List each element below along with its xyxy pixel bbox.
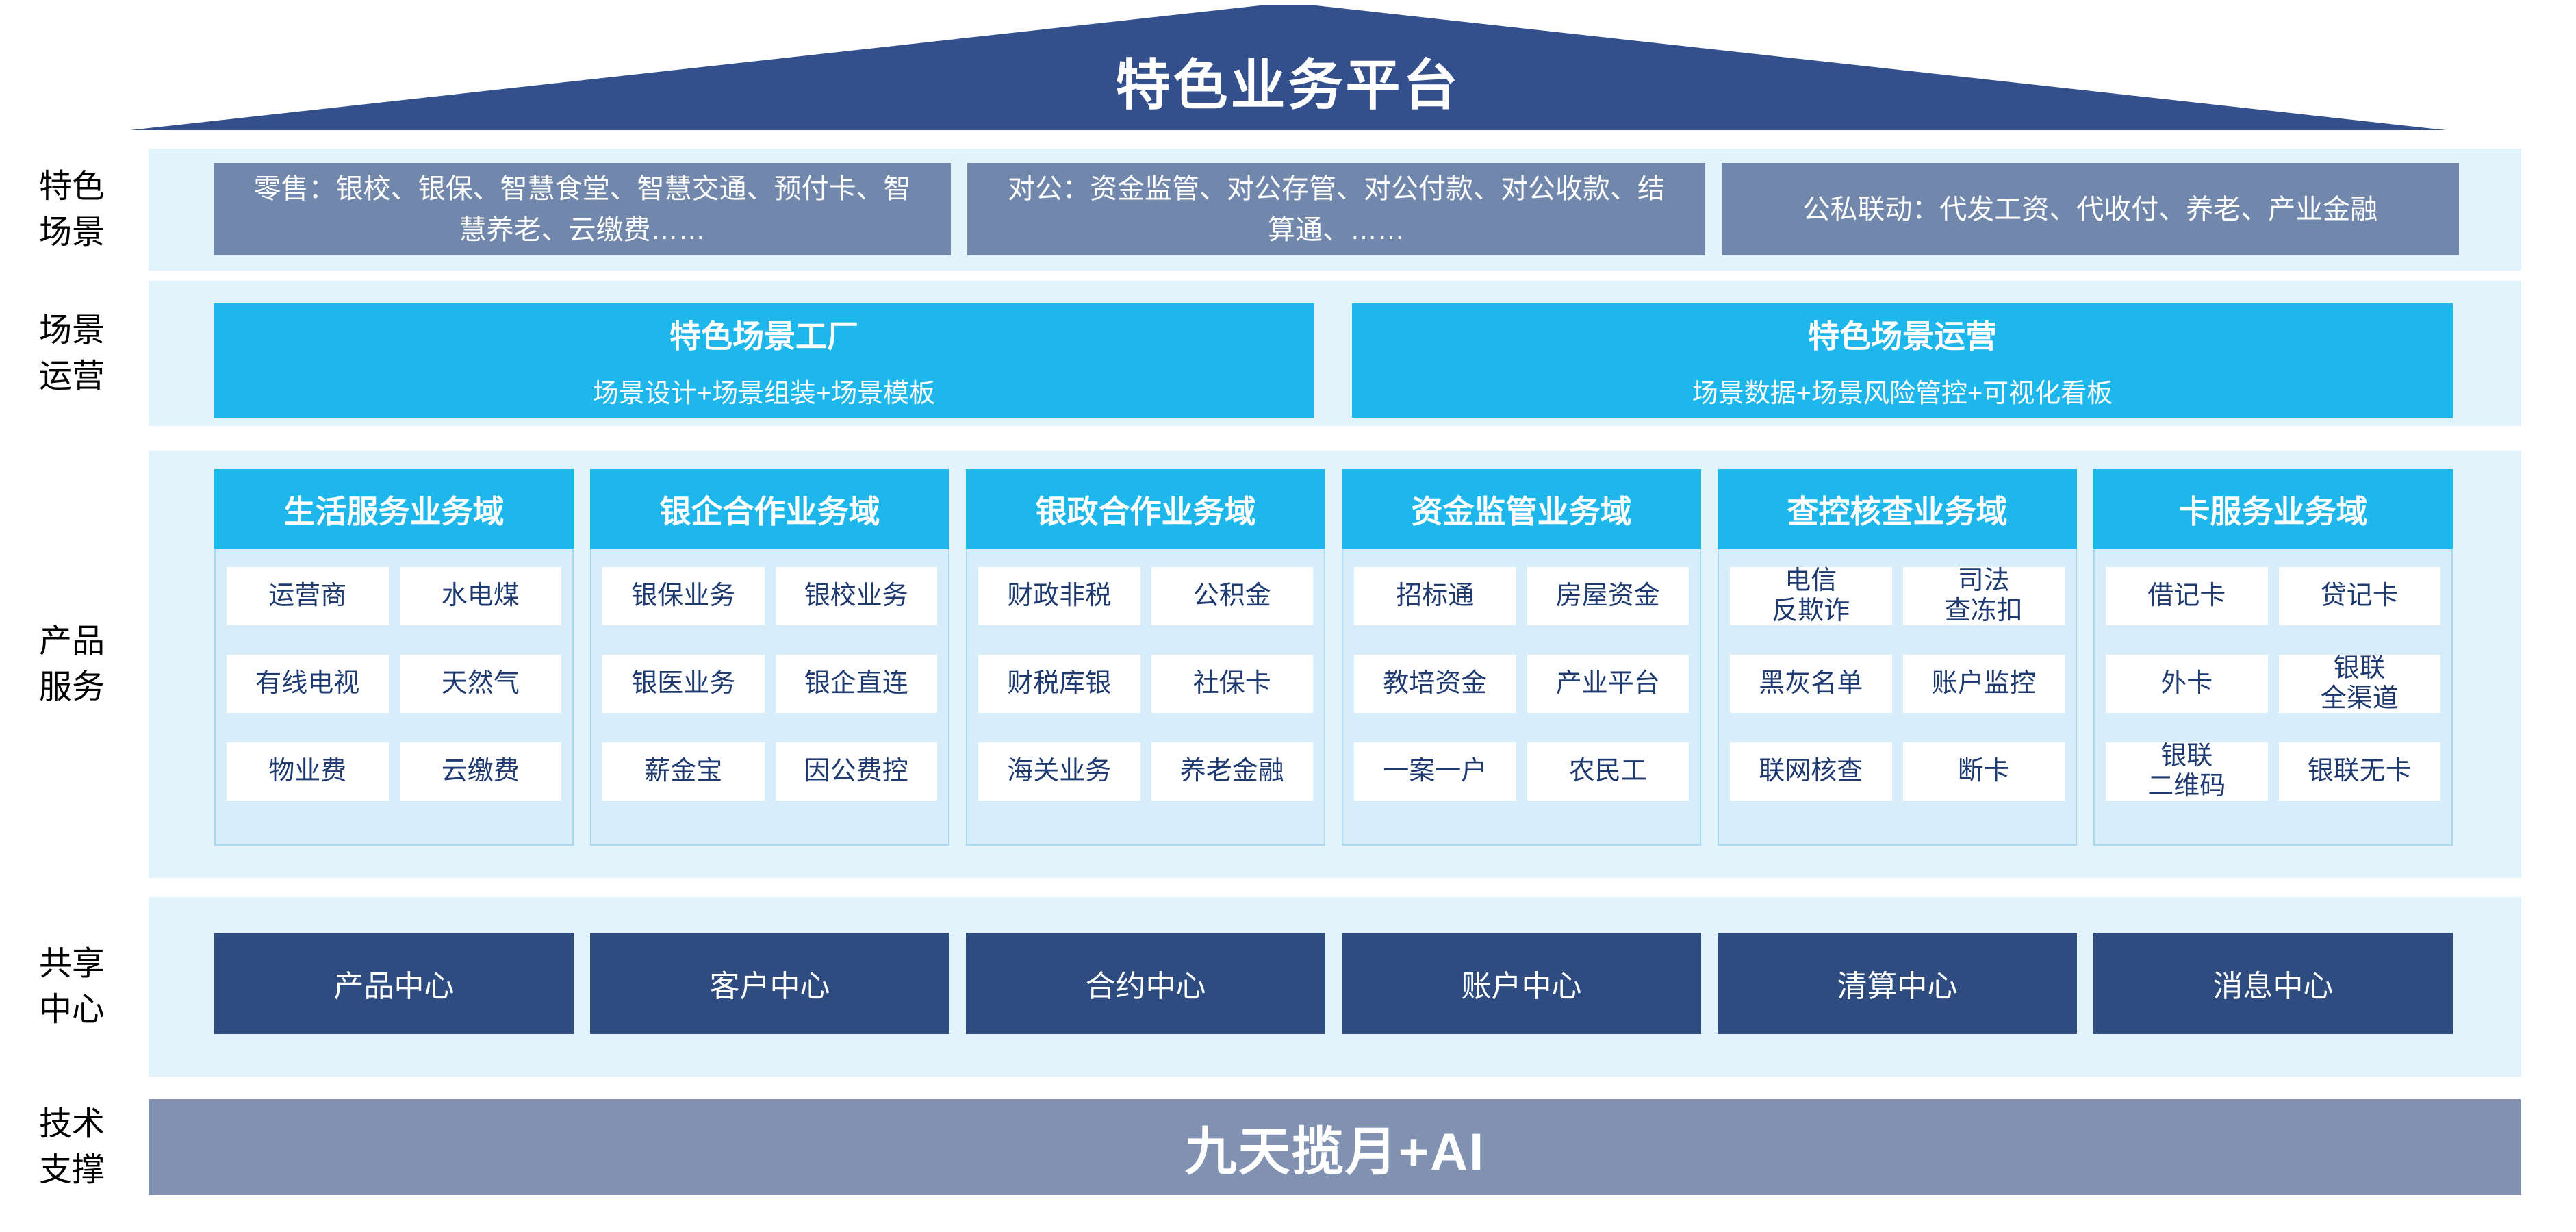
domain-cell: 银联无卡: [2278, 742, 2440, 801]
domain-cell: 物业费: [227, 742, 389, 801]
domain-cell: 联网核查: [1730, 742, 1892, 801]
domain-header: 资金监管业务域: [1342, 469, 1701, 549]
platform-title: 特色业务平台: [1115, 55, 1461, 116]
domain-column-fund-supervision: 资金监管业务域 招标通 房屋资金 教培资金 产业平台 一案一户 农民工: [1342, 469, 1701, 846]
domain-cell: 运营商: [227, 567, 389, 625]
row-label-tech: 技术 支撑: [38, 1105, 105, 1188]
domain-header: 查控核查业务域: [1718, 469, 2077, 549]
center-box-clearing: 清算中心: [1718, 933, 2077, 1034]
domain-cell: 海关业务: [978, 742, 1140, 801]
domain-column-card-services: 卡服务业务域 借记卡 贷记卡 外卡 银联 全渠道 银联 二维码 银联无卡: [2093, 469, 2453, 846]
domain-cell: 养老金融: [1151, 742, 1313, 801]
row-label-scene: 特色 场景: [38, 168, 105, 251]
center-box-customer: 客户中心: [590, 933, 949, 1034]
domain-cell: 社保卡: [1151, 655, 1313, 713]
domain-cell: 司法 查冻扣: [1902, 566, 2065, 625]
domain-card: 银保业务 银校业务 银医业务 银企直连 薪金宝 因公费控: [590, 549, 949, 846]
domain-cell: 银校业务: [775, 567, 937, 625]
domain-card: 借记卡 贷记卡 外卡 银联 全渠道 银联 二维码 银联无卡: [2093, 549, 2453, 846]
center-box-account: 账户中心: [1342, 933, 1701, 1034]
domain-cell: 一案一户: [1354, 742, 1516, 801]
domain-column-inquiry-control: 查控核查业务域 电信 反欺诈 司法 查冻扣 黑灰名单 账户监控 联网核查 断卡: [1718, 469, 2077, 846]
domain-cell: 账户监控: [1902, 655, 2065, 713]
domain-cell: 招标通: [1354, 567, 1516, 625]
domain-column-life-services: 生活服务业务域 运营商 水电煤 有线电视 天然气 物业费 云缴费: [214, 469, 574, 846]
ops-box-subtitle: 场景数据+场景风险管控+可视化看板: [1692, 379, 2113, 408]
domain-cell: 黑灰名单: [1730, 655, 1892, 713]
domain-card: 运营商 水电煤 有线电视 天然气 物业费 云缴费: [214, 549, 574, 846]
domain-cell: 水电煤: [399, 567, 561, 625]
domain-header: 卡服务业务域: [2093, 469, 2453, 549]
domain-cell: 银企直连: [775, 655, 937, 713]
domain-header: 生活服务业务域: [214, 469, 574, 549]
product-row: 生活服务业务域 运营商 水电煤 有线电视 天然气 物业费 云缴费 银企合作业务域…: [214, 469, 2453, 846]
scene-row: 零售：银校、银保、智慧食堂、智慧交通、预付卡、智慧养老、云缴费…… 对公：资金监…: [214, 163, 2459, 255]
platform-roof: 特色业务平台: [130, 5, 2446, 130]
center-box-contract: 合约中心: [966, 933, 1325, 1034]
domain-cell: 薪金宝: [602, 742, 765, 801]
domain-cell: 因公费控: [775, 742, 937, 801]
domain-card: 招标通 房屋资金 教培资金 产业平台 一案一户 农民工: [1342, 549, 1701, 846]
center-box-message: 消息中心: [2093, 933, 2453, 1034]
domain-header: 银企合作业务域: [590, 469, 949, 549]
domain-cell: 教培资金: [1354, 655, 1516, 713]
tech-support-bar: 九天揽月+AI: [149, 1099, 2521, 1195]
row-label-product: 产品 服务: [38, 623, 105, 705]
row-label-ops: 场景 运营: [38, 312, 105, 394]
domain-cell: 有线电视: [227, 655, 389, 713]
share-row: 产品中心 客户中心 合约中心 账户中心 清算中心 消息中心: [214, 933, 2453, 1034]
domain-cell: 财税库银: [978, 655, 1140, 713]
ops-box-scene-factory: 特色场景工厂 场景设计+场景组装+场景模板: [214, 303, 1314, 418]
scene-box-corporate: 对公：资金监管、对公存管、对公付款、对公收款、结算通、……: [967, 163, 1705, 255]
ops-box-subtitle: 场景设计+场景组装+场景模板: [592, 379, 936, 408]
ops-row: 特色场景工厂 场景设计+场景组装+场景模板 特色场景运营 场景数据+场景风险管控…: [214, 303, 2453, 418]
domain-cell: 银医业务: [602, 655, 765, 713]
domain-cell: 产业平台: [1527, 655, 1689, 713]
center-box-product: 产品中心: [214, 933, 574, 1034]
row-label-share: 共享 中心: [38, 945, 105, 1028]
domain-cell: 房屋资金: [1527, 567, 1689, 625]
scene-box-public-private: 公私联动：代发工资、代收付、养老、产业金融: [1721, 163, 2459, 255]
domain-card: 财政非税 公积金 财税库银 社保卡 海关业务 养老金融: [966, 549, 1325, 846]
domain-cell: 天然气: [399, 655, 561, 713]
ops-box-title: 特色场景运营: [1808, 318, 1997, 354]
domain-cell: 财政非税: [978, 567, 1140, 625]
ops-box-scene-operation: 特色场景运营 场景数据+场景风险管控+可视化看板: [1352, 303, 2453, 418]
domain-cell: 借记卡: [2106, 567, 2268, 625]
domain-cell: 公积金: [1151, 567, 1313, 625]
domain-cell: 银联 二维码: [2106, 742, 2268, 801]
domain-cell: 电信 反欺诈: [1730, 566, 1892, 625]
domain-column-bank-government: 银政合作业务域 财政非税 公积金 财税库银 社保卡 海关业务 养老金融: [966, 469, 1325, 846]
domain-cell: 银联 全渠道: [2278, 654, 2440, 713]
scene-box-retail: 零售：银校、银保、智慧食堂、智慧交通、预付卡、智慧养老、云缴费……: [214, 163, 952, 255]
domain-column-bank-enterprise: 银企合作业务域 银保业务 银校业务 银医业务 银企直连 薪金宝 因公费控: [590, 469, 949, 846]
domain-cell: 云缴费: [399, 742, 561, 801]
domain-cell: 银保业务: [602, 567, 765, 625]
ops-box-title: 特色场景工厂: [669, 318, 858, 354]
domain-cell: 贷记卡: [2278, 567, 2440, 625]
domain-header: 银政合作业务域: [966, 469, 1325, 549]
domain-cell: 外卡: [2106, 655, 2268, 713]
domain-card: 电信 反欺诈 司法 查冻扣 黑灰名单 账户监控 联网核查 断卡: [1718, 549, 2077, 846]
domain-cell: 农民工: [1527, 742, 1689, 801]
domain-cell: 断卡: [1902, 742, 2065, 801]
